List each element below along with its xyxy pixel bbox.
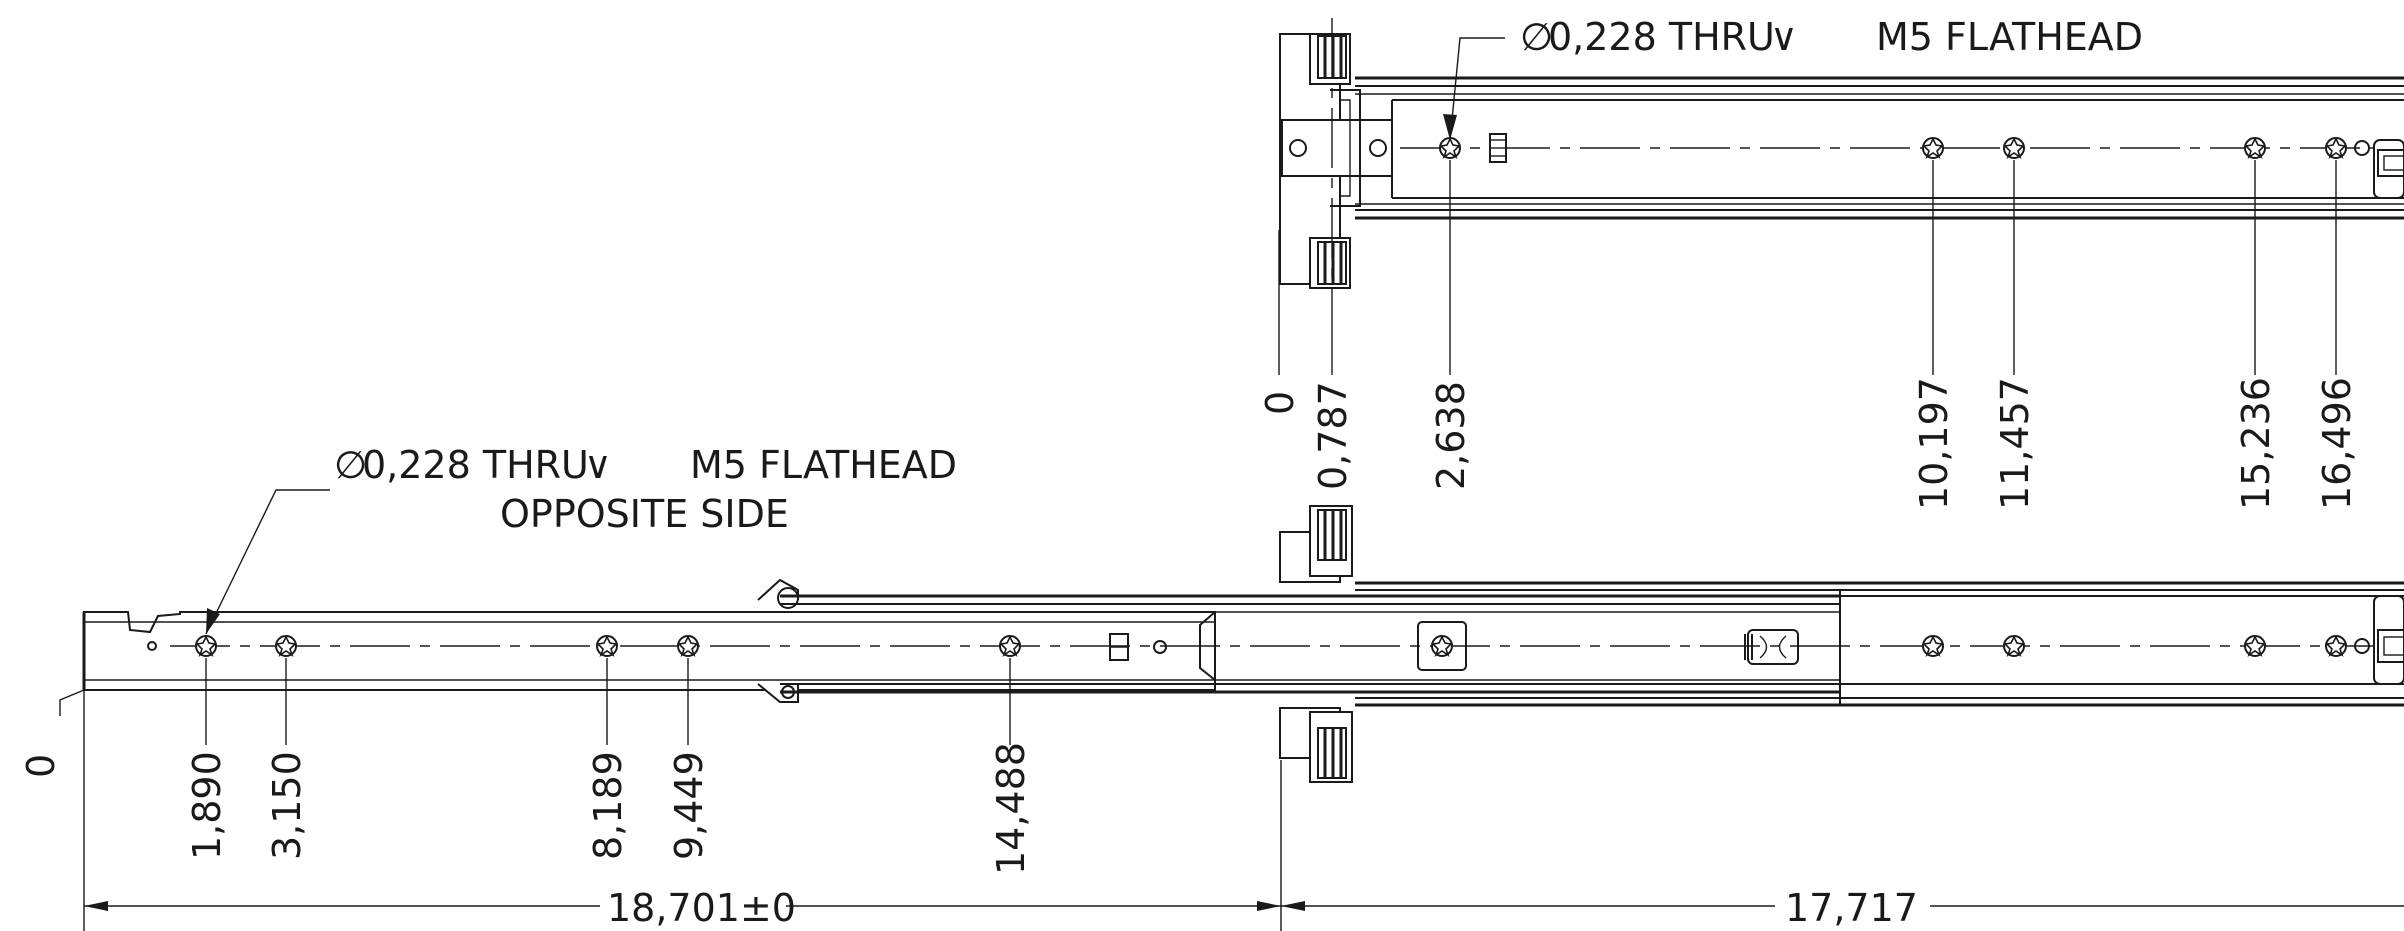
bottom-note-countersink-symbol: ∨	[584, 443, 612, 487]
top-ordinate-label: 15,236	[2234, 377, 2278, 510]
bottom-note-diameter-symbol: ∅	[334, 443, 367, 487]
bottom-ordinate-lines	[205, 658, 1011, 745]
bottom-ordinate-label: 3,150	[265, 751, 309, 860]
bottom-datum-label: 0	[19, 754, 63, 778]
top-ordinate-label: 10,197	[1912, 377, 1956, 510]
bottom-ordinate-label: 8,189	[586, 751, 630, 860]
bottom-note-line2: OPPOSITE SIDE	[500, 492, 789, 536]
bottom-note-hole-text: 0,228 THRU	[362, 443, 589, 487]
bottom-view-rail	[82, 505, 2404, 783]
top-ordinate-lines	[1278, 160, 2337, 375]
top-ordinate-label: 0	[1258, 391, 1302, 415]
bottom-note-fastener: M5 FLATHEAD	[690, 443, 957, 487]
top-ordinate-label: 11,457	[1993, 377, 2037, 510]
top-note-diameter-symbol: ∅	[1520, 15, 1553, 59]
bottom-ordinate-label: 9,449	[667, 751, 711, 860]
bottom-datum-leader	[59, 689, 85, 716]
top-ordinate-label: 0,787	[1311, 381, 1355, 490]
overall-dimension-right: 17,717	[1785, 886, 1918, 930]
top-view-rail	[1279, 33, 2404, 289]
top-note-leader	[1443, 37, 1505, 141]
overall-dimension-left: 18,701±0	[607, 886, 796, 930]
bottom-ordinate-label: 1,890	[185, 751, 229, 860]
bottom-ordinate-label: 14,488	[989, 742, 1033, 875]
bottom-note-leader	[205, 489, 330, 635]
overall-dimension-lines	[83, 690, 2404, 931]
top-note-countersink-symbol: ∨	[1770, 15, 1798, 59]
top-ordinate-label: 16,496	[2315, 377, 2359, 510]
top-note-hole-text: 0,228 THRU	[1548, 15, 1775, 59]
top-note-fastener: M5 FLATHEAD	[1876, 15, 2143, 59]
top-ordinate-label: 2,638	[1429, 381, 1473, 490]
